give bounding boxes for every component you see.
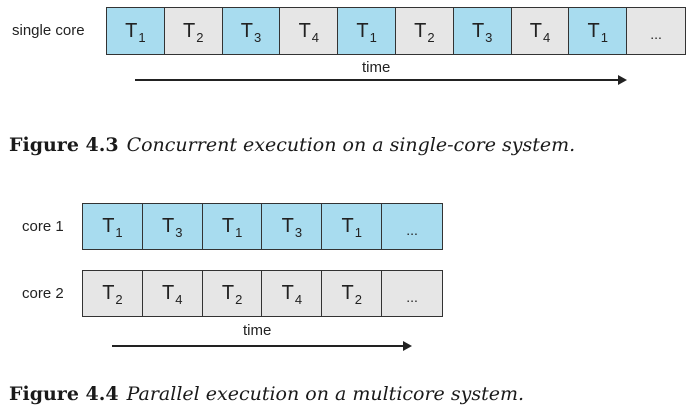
thread-name: T	[281, 215, 294, 237]
thread-number: 1	[235, 225, 243, 240]
time-label-fig4: time	[243, 322, 272, 339]
thread-name: T	[221, 282, 235, 304]
caption-fig4: Figure 4.4 Parallel execution on a multic…	[9, 383, 524, 405]
thread-number: 1	[354, 225, 362, 240]
thread-name: T	[125, 19, 138, 42]
thread-name: T	[471, 19, 485, 42]
thread-number: 3	[485, 29, 493, 45]
thread-cell: ...	[382, 204, 442, 249]
thread-cell: ...	[382, 271, 442, 316]
thread-number: 4	[311, 29, 320, 45]
thread-name: ...	[406, 288, 418, 305]
caption-number-fig4: Figure 4.4	[9, 383, 119, 405]
core-2-label: core 2	[22, 285, 64, 302]
caption-text-fig3: Concurrent execution on a single-core sy…	[126, 134, 576, 156]
thread-number: 2	[115, 292, 123, 307]
thread-name: T	[298, 19, 311, 42]
thread-number: 2	[354, 292, 362, 307]
thread-number: 1	[369, 29, 377, 45]
thread-name: T	[356, 19, 369, 42]
thread-name: T	[414, 19, 427, 42]
thread-name: T	[102, 215, 115, 237]
thread-name: T	[182, 19, 196, 42]
thread-number: 1	[138, 29, 146, 45]
thread-number: 3	[175, 225, 183, 240]
thread-name: T	[162, 215, 175, 237]
caption-text-fig4: Parallel execution on a multicore system…	[126, 383, 525, 405]
thread-number: 4	[294, 292, 303, 307]
caption-fig3: Figure 4.3 Concurrent execution on a sing…	[9, 134, 575, 156]
thread-number: 1	[600, 29, 608, 45]
thread-number: 4	[175, 292, 183, 307]
time-arrow-fig4	[112, 341, 412, 351]
time-label-fig3: time	[362, 59, 391, 76]
thread-name: T	[529, 19, 542, 42]
core-1-label: core 1	[22, 218, 64, 235]
thread-number: 2	[235, 292, 243, 307]
thread-name: T	[240, 19, 253, 42]
thread-number: 4	[542, 29, 551, 45]
thread-name: ...	[406, 221, 418, 238]
thread-cell: ...	[627, 8, 685, 54]
thread-number: 3	[294, 225, 303, 240]
thread-name: T	[341, 282, 354, 304]
thread-number: 2	[427, 29, 435, 45]
thread-name: T	[102, 282, 115, 304]
thread-name: T	[341, 215, 354, 237]
time-arrow-fig3	[135, 75, 627, 85]
thread-number: 1	[115, 225, 123, 240]
thread-name: T	[162, 282, 175, 304]
thread-number: 2	[196, 29, 204, 45]
thread-name: T	[281, 282, 294, 304]
thread-number: 3	[253, 29, 262, 45]
thread-name: T	[587, 19, 600, 42]
thread-name: T	[221, 215, 235, 237]
single-core-label: single core	[12, 22, 85, 39]
thread-name: ...	[650, 26, 662, 42]
caption-number-fig3: Figure 4.3	[9, 134, 119, 156]
